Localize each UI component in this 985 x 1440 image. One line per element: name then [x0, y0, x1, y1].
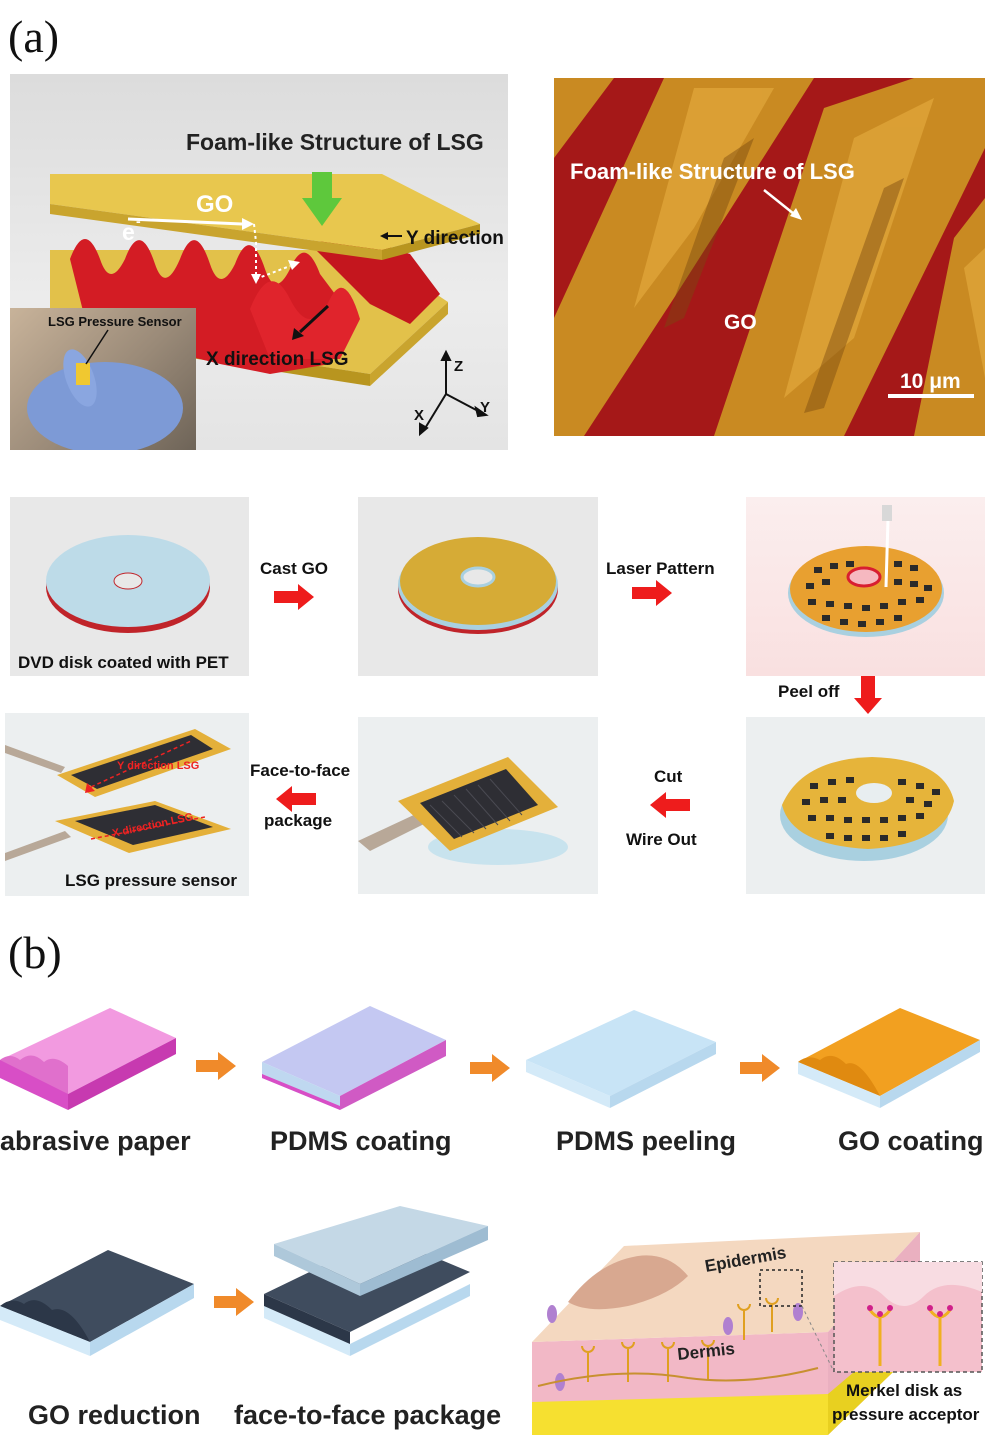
- fat-layer: [532, 1394, 828, 1435]
- label-face-to-face-package: face-to-face package: [234, 1400, 502, 1430]
- sem-go-label: GO: [724, 311, 757, 334]
- peel-off-label: Peel off: [778, 682, 840, 701]
- arrow-b1: [196, 1052, 236, 1080]
- laser-beam: [884, 518, 890, 588]
- step-final-sensor: Y direction LSG X direction LSG LSG pres…: [5, 713, 249, 896]
- wire-lead: [358, 813, 430, 851]
- arrow-cut-wire-out: [650, 792, 690, 818]
- arrow-b2: [470, 1054, 510, 1082]
- step-electrode: [358, 717, 598, 894]
- sensor-photo-inset: LSG Pressure Sensor: [10, 308, 196, 450]
- process-row-2: [0, 1206, 488, 1356]
- green-pressure-arrow: [312, 172, 332, 198]
- wire-out-label: Wire Out: [626, 830, 697, 849]
- go-coating-block: [798, 1008, 980, 1108]
- step-laser-pattern: [746, 497, 985, 676]
- merkel-label-2: pressure acceptor: [832, 1405, 980, 1424]
- x-direction-label: X direction LSG: [206, 349, 349, 370]
- sem-title: Foam-like Structure of LSG: [570, 159, 855, 184]
- arrow-face-to-face: [276, 786, 316, 812]
- arrow-peel-off: [854, 676, 882, 714]
- package-label: package: [264, 811, 333, 830]
- inset-label: LSG Pressure Sensor: [48, 314, 182, 329]
- final-sensor-caption: LSG pressure sensor: [65, 871, 237, 890]
- sem-image: Foam-like Structure of LSG GO 10 μm: [554, 78, 985, 436]
- step-dvd-disk: DVD disk coated with PET: [10, 497, 249, 676]
- go-reduction-block: [0, 1250, 194, 1356]
- label-pdms-coating: PDMS coating: [270, 1126, 452, 1156]
- schematic-go-label: GO: [196, 191, 233, 218]
- electron-path-arrow: [127, 217, 243, 226]
- y-direction-label: Y direction: [406, 228, 504, 249]
- arrow-b3: [740, 1054, 780, 1082]
- axis-x-label: X: [414, 407, 424, 424]
- dvd-caption: DVD disk coated with PET: [18, 653, 229, 672]
- nerve-bulbs: [547, 1303, 803, 1391]
- x-direction-arrow: [298, 304, 330, 334]
- laser-pattern-label: Laser Pattern: [606, 559, 715, 578]
- axis-z-label: Z: [454, 358, 463, 375]
- pdms-peeling-block: [526, 1010, 716, 1108]
- panel-label-b: (b): [8, 927, 62, 978]
- top-pdms-layer: [274, 1206, 488, 1284]
- abrasive-paper-block: [0, 1008, 176, 1110]
- patterned-go-disk: [790, 546, 942, 632]
- face-to-face-block: [264, 1206, 488, 1356]
- merkel-cells: [581, 1297, 779, 1382]
- sensor-on-finger: [76, 363, 90, 385]
- step-go-cast: [358, 497, 598, 676]
- electron-superscript: -: [136, 213, 141, 229]
- label-go-coating: GO coating: [838, 1126, 984, 1156]
- zoom-callout-box: [759, 1269, 803, 1307]
- scale-bar-label: 10 μm: [900, 370, 961, 393]
- arrow-b4: [214, 1288, 254, 1316]
- cut-label: Cut: [654, 767, 683, 786]
- top-go-layer: [50, 174, 480, 250]
- step-peeled-film: [746, 717, 985, 894]
- xyz-axes: [419, 349, 489, 437]
- scale-bar: [888, 394, 974, 398]
- y-lsg-label: Y direction LSG: [117, 760, 199, 772]
- peeled-go-film: [782, 757, 954, 849]
- skin-illustration: Epidermis Dermis Merkel disk as pressure…: [528, 1206, 985, 1435]
- sem-pointer-arrow: [763, 189, 795, 215]
- axis-y-label: Y: [480, 399, 490, 416]
- cast-go-label: Cast GO: [260, 559, 329, 578]
- lsg-schematic: Foam-like Structure of LSG GO e - Y dire…: [10, 74, 508, 450]
- merkel-label-1: Merkel disk as: [846, 1381, 962, 1400]
- process-row-1: [0, 1006, 980, 1110]
- arrow-laser-pattern: [632, 580, 672, 606]
- label-pdms-peeling: PDMS peeling: [556, 1126, 737, 1156]
- face-to-face-label: Face-to-face: [250, 761, 351, 780]
- panel-label-a: (a): [8, 11, 60, 62]
- label-go-reduction: GO reduction: [28, 1400, 201, 1430]
- schematic-title: Foam-like Structure of LSG: [186, 129, 484, 155]
- glove-shape: [27, 362, 183, 450]
- electron-label: e: [122, 219, 135, 245]
- laser-squares: [806, 561, 932, 627]
- label-abrasive-paper: abrasive paper: [0, 1126, 191, 1156]
- arrow-cast-go: [274, 584, 314, 610]
- pdms-coating-block: [262, 1006, 446, 1110]
- sem-drawing: Foam-like Structure of LSG GO 10 μm: [554, 78, 985, 436]
